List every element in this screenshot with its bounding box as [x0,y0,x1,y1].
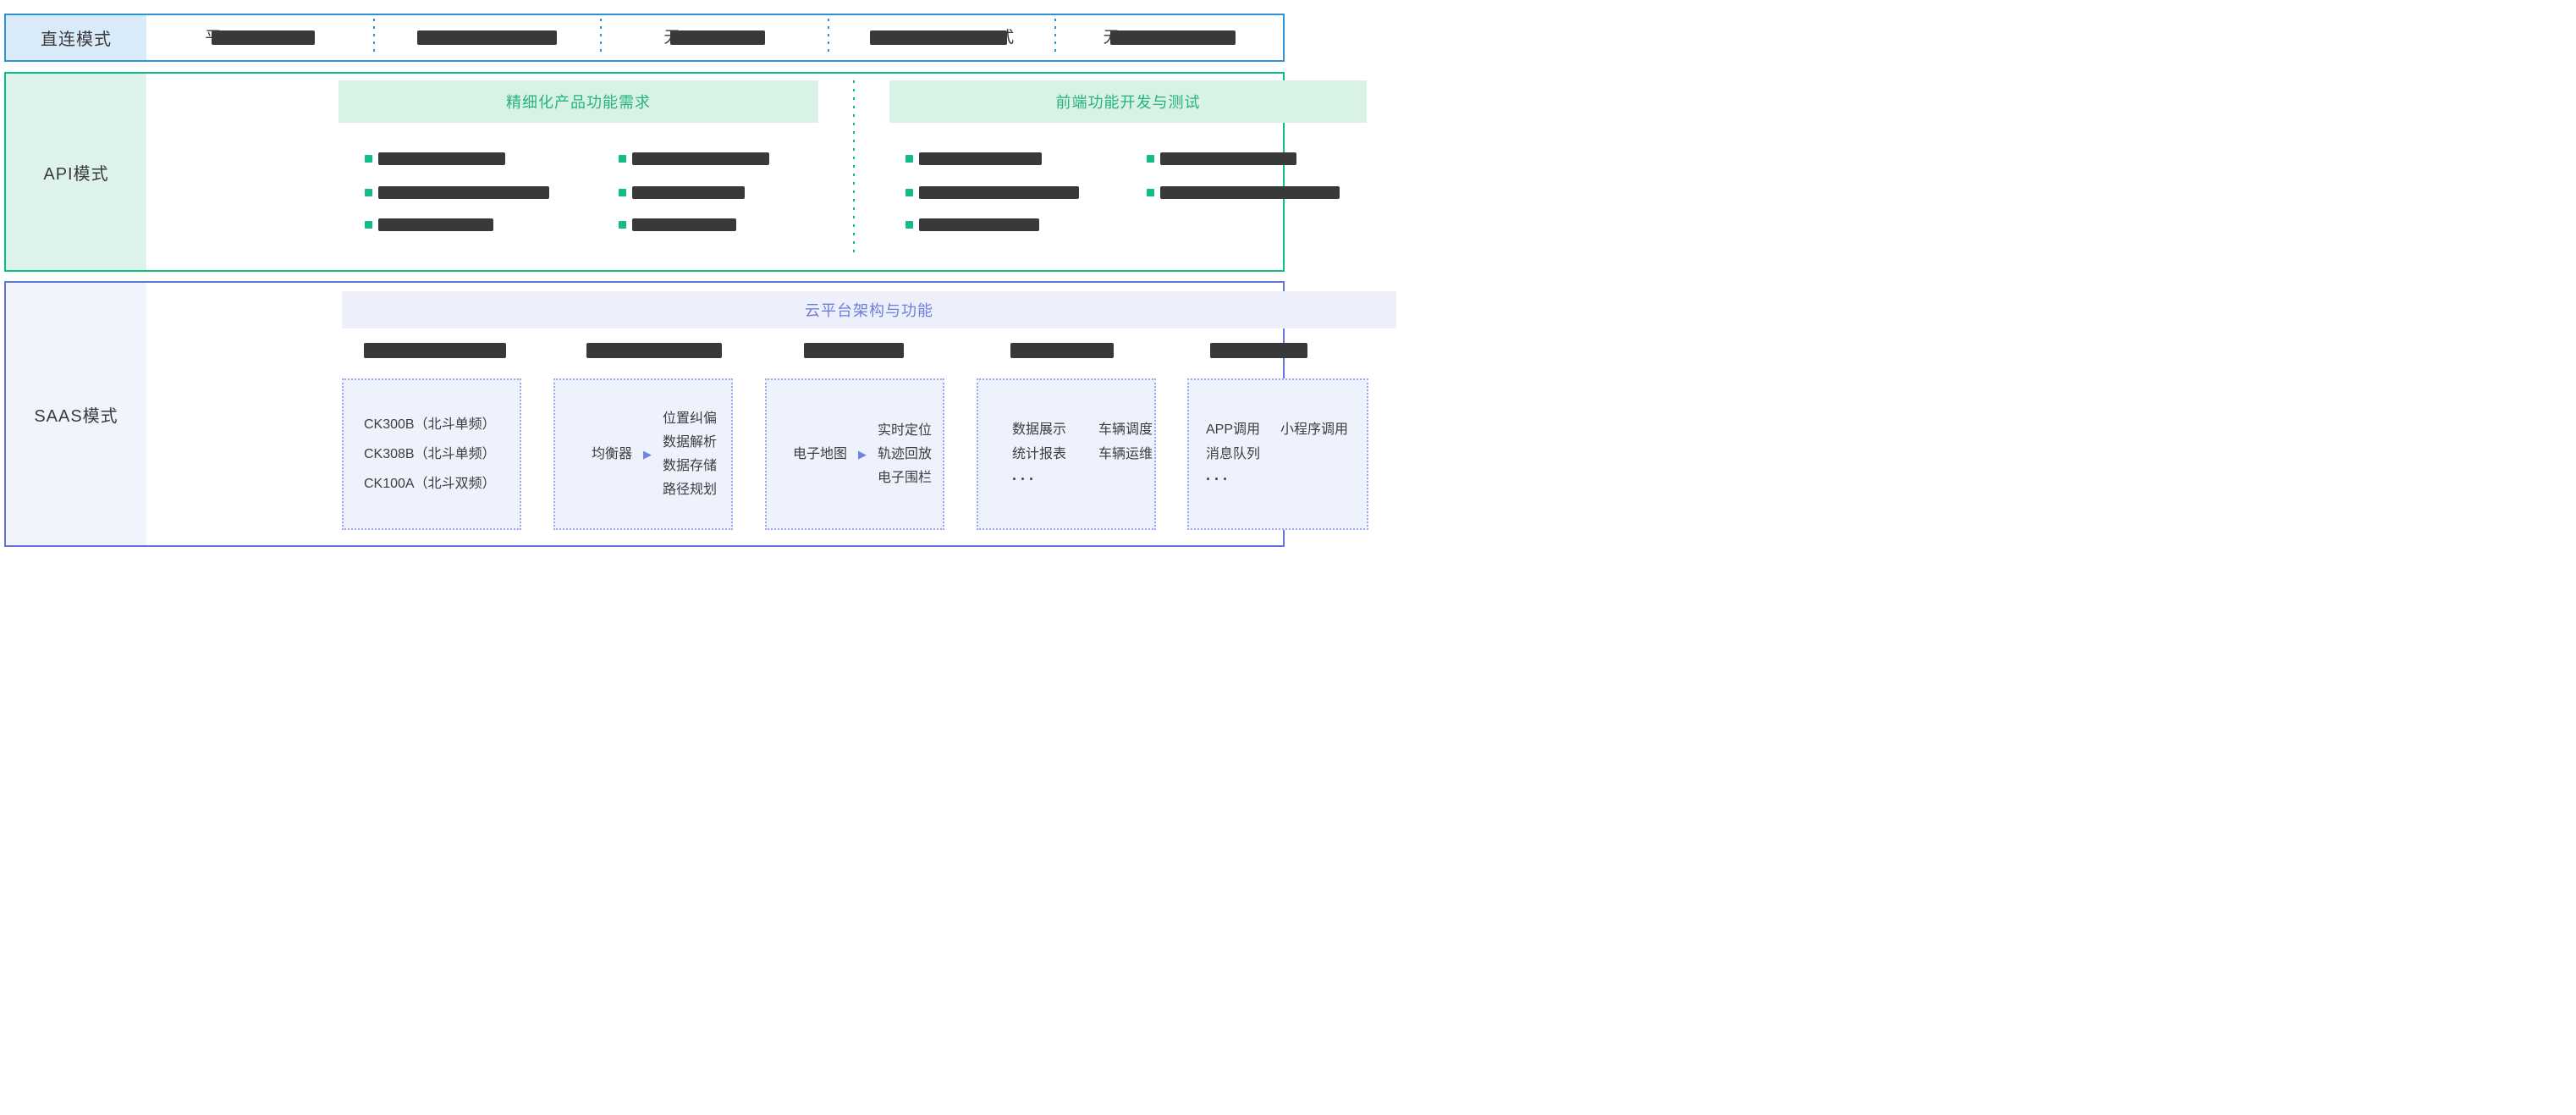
redacted-item: 平 [146,15,374,60]
saas-box-terminals: CK300B（北斗单频） CK308B（北斗单频） CK100A（北斗双频） [342,378,521,530]
terminal-model: CK100A（北斗双频） [364,476,496,491]
api-group2-title-band: 前端功能开发与测试 [889,80,1367,123]
api-group1-title-band: 精细化产品功能需求 [339,80,818,123]
frontend-function: 车辆运维 [1098,446,1153,461]
api-mode-label-cell: API模式 [6,74,146,270]
section-direct-mode: 直连模式 平 无 式 无 [4,14,1285,62]
bullet-square-icon [905,155,913,163]
api-bullet-item [365,218,493,231]
api-mode-content: 精细化产品功能需求 前端功能开发与测试 [146,74,1367,270]
redacted-item: 式 [827,15,1056,60]
direct-mode-label: 直连模式 [41,30,112,49]
bullet-square-icon [365,189,372,196]
bullet-square-icon [905,221,913,229]
balancer-function: 数据解析 [663,434,718,450]
redaction-bar [378,152,505,165]
redaction-bar [919,152,1042,165]
bullet-square-icon [619,221,626,229]
section-api-mode: API模式 精细化产品功能需求 前端功能开发与测试 [4,72,1367,272]
bullet-square-icon [1147,155,1154,163]
invocation-method: APP调用 [1206,422,1261,437]
balancer-label: 均衡器 [591,446,632,461]
bullet-square-icon [905,189,913,196]
section-saas-mode: SAAS模式 云平台架构与功能 CK300B（北斗单频） CK308B（北斗单频… [4,281,1396,547]
redaction-bar [1210,343,1307,358]
redaction-bar [870,30,1008,45]
bullet-square-icon [619,189,626,196]
redaction-bar [212,30,316,45]
saas-box-map: 电子地图 ▶ 实时定位 轨迹回放 电子围栏 [765,378,944,530]
arrow-right-icon: ▶ [858,447,867,461]
map-function: 实时定位 [878,422,933,438]
redaction-bar [632,186,745,199]
redacted-item: 无 [1054,15,1283,60]
redaction-bar [632,218,736,231]
api-bullet-item [619,186,745,199]
saas-mode-label: SAAS模式 [34,406,118,426]
saas-mode-content: 云平台架构与功能 CK300B（北斗单频） CK308B（北斗单频） CK100… [146,283,1396,545]
saas-mode-label-cell: SAAS模式 [6,283,146,545]
api-group2-title: 前端功能开发与测试 [1055,94,1201,111]
api-bullet-item [905,186,1079,199]
diagram-canvas: 直连模式 平 无 式 无 API模式 精细化产品功能需求 [0,0,1396,558]
invocation-method: 消息队列 [1206,446,1261,461]
balancer-function: 数据存储 [663,458,718,473]
frontend-function: 车辆调度 [1098,422,1153,437]
redaction-bar [1109,30,1236,45]
map-function: 轨迹回放 [878,446,933,461]
arrow-right-icon: ▶ [643,447,652,461]
redaction-bar [1160,186,1340,199]
api-bullet-item [905,218,1039,231]
frontend-function: 统计报表 [1012,446,1067,461]
redacted-item: 无 [600,15,828,60]
api-bullet-item [905,152,1042,165]
redacted-item [372,15,602,60]
frontend-function: 数据展示 [1012,422,1067,437]
balancer-function: 位置纠偏 [663,411,718,426]
redaction-bar [586,343,722,358]
invocation-method: 小程序调用 [1280,422,1349,437]
redaction-bar [919,186,1079,199]
direct-mode-items: 平 无 式 无 [146,15,1283,60]
api-bullet-item [365,152,505,165]
ellipsis: ··· [1206,470,1231,488]
saas-box-balancer: 均衡器 ▶ 位置纠偏 数据解析 数据存储 路径规划 [553,378,733,530]
redaction-bar [670,30,766,45]
map-label: 电子地图 [792,446,847,461]
redaction-bar [632,152,769,165]
saas-box-frontend: 数据展示 统计报表 ··· 车辆调度 车辆运维 [977,378,1156,530]
api-bullet-item [365,186,549,199]
ellipsis: ··· [1012,470,1038,488]
api-bullet-item [619,152,769,165]
api-groups-divider [853,80,855,258]
terminal-model: CK300B（北斗单频） [364,417,496,432]
terminal-model: CK308B（北斗单频） [364,446,496,461]
api-mode-label: API模式 [43,164,109,184]
redaction-bar [378,218,493,231]
balancer-function: 路径规划 [663,482,718,497]
direct-mode-label-cell: 直连模式 [6,15,146,60]
redaction-bar [417,30,558,45]
api-bullet-item [1147,186,1340,199]
redaction-bar [364,343,506,358]
bullet-square-icon [1147,189,1154,196]
api-bullet-item [1147,152,1296,165]
redaction-bar [1010,343,1114,358]
api-bullet-item [619,218,736,231]
bullet-square-icon [365,221,372,229]
api-group1-title: 精细化产品功能需求 [506,94,651,111]
redaction-bar [919,218,1039,231]
saas-band-title: 云平台架构与功能 [805,302,933,319]
redaction-bar [1160,152,1296,165]
map-function: 电子围栏 [878,470,933,485]
saas-band: 云平台架构与功能 [342,291,1396,328]
redaction-bar [804,343,904,358]
bullet-square-icon [619,155,626,163]
redaction-bar [378,186,549,199]
saas-box-invocation: APP调用 小程序调用 消息队列 ··· [1187,378,1368,530]
bullet-square-icon [365,155,372,163]
